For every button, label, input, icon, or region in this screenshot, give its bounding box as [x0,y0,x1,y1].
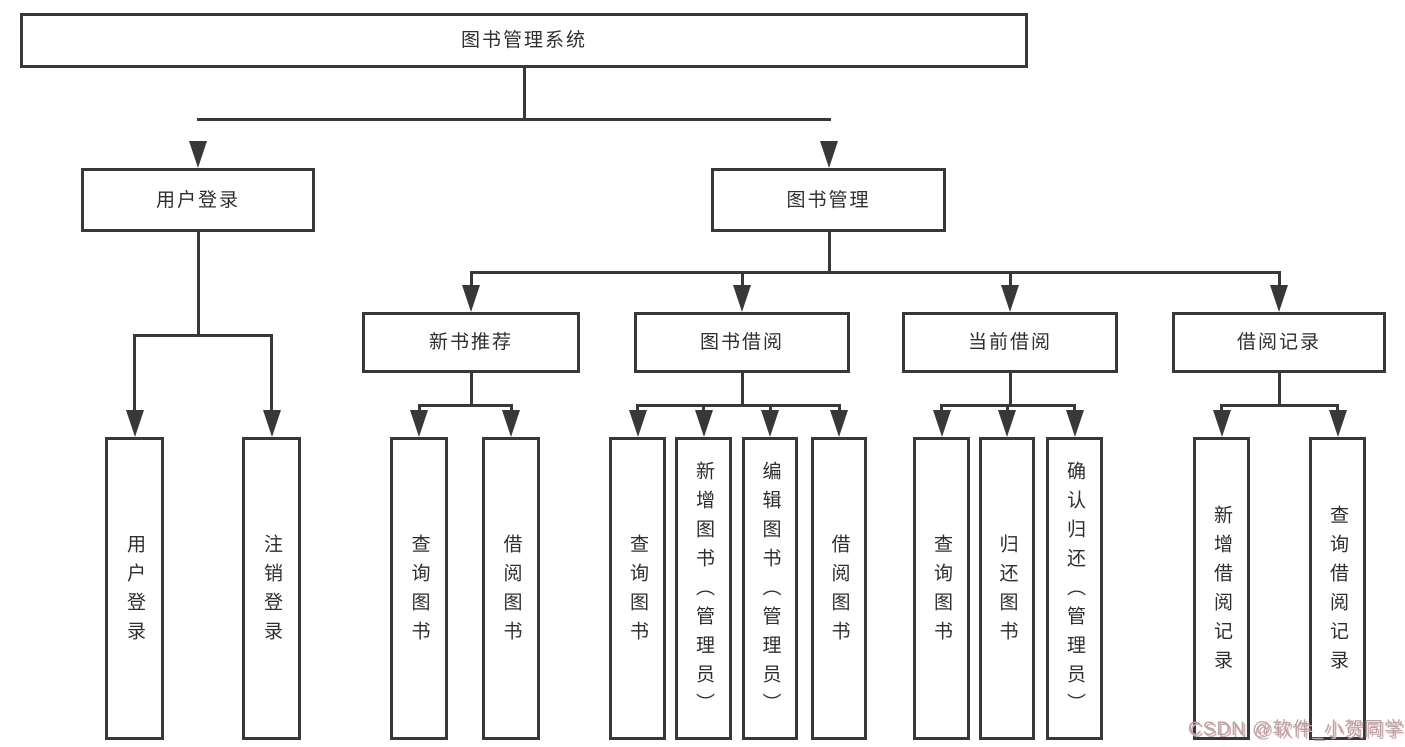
connector-vline [196,232,200,337]
arrowhead-down-icon [733,285,751,312]
node-leaf-query-borrow-record: 查询借阅记录 [1309,437,1366,740]
node-leaf-user-login: 用户登录 [105,437,164,740]
connector-hline [469,270,1281,274]
connector-vline [1008,373,1012,407]
arrowhead-down-icon [998,410,1016,437]
node-leaf-query-books-recommend: 查询图书 [390,437,448,740]
arrowhead-down-icon [1328,410,1347,437]
node-leaf-edit-books-admin: 编辑图书（管理员） [742,437,798,740]
connector-vline [270,335,273,413]
connector-vline [1277,373,1281,407]
arrowhead-down-icon [125,410,144,437]
node-leaf-borrow-books-recommend: 借阅图书 [482,437,540,740]
connector-hline [1220,403,1339,407]
node-leaf-borrow-books: 借阅图书 [811,437,867,740]
node-book-borrow: 图书借阅 [634,312,850,373]
arrowhead-down-icon [761,410,779,437]
node-leaf-query-books-borrow: 查询图书 [609,437,666,740]
connector-hline [636,403,841,407]
connector-vline [522,68,526,121]
node-leaf-confirm-return-admin: 确认归还（管理员） [1046,437,1103,740]
node-leaf-logout: 注销登录 [242,437,301,740]
arrowhead-down-icon [830,410,848,437]
arrowhead-down-icon [1212,410,1231,437]
watermark: CSDN @软件_小贺同学 [1188,719,1404,740]
connector-vline [1277,272,1281,288]
connector-hline [940,403,1076,407]
connector-vline [740,272,744,288]
arrowhead-down-icon [1001,285,1019,312]
connector-hline [133,333,273,337]
node-root: 图书管理系统 [20,13,1028,68]
arrowhead-down-icon [502,410,520,437]
arrowhead-down-icon [189,141,207,168]
node-new-book-recommend: 新书推荐 [362,312,580,373]
arrowhead-down-icon [1270,285,1288,312]
arrowhead-down-icon [1065,410,1084,437]
arrowhead-down-icon [694,410,713,437]
node-leaf-add-books-admin: 新增图书（管理员） [675,437,732,740]
node-leaf-return-books: 归还图书 [979,437,1035,740]
connector-hline [196,117,831,121]
arrowhead-down-icon [820,141,838,168]
connector-vline [469,272,473,288]
connector-vline [740,373,744,407]
node-book-management: 图书管理 [711,168,946,232]
connector-vline [469,373,473,407]
connector-vline [827,232,831,274]
connector-vline [1008,272,1012,288]
node-borrow-records: 借阅记录 [1172,312,1386,373]
node-user-login: 用户登录 [81,168,315,232]
arrowhead-down-icon [628,410,647,437]
node-current-borrow: 当前借阅 [902,312,1118,373]
connector-hline [417,403,513,407]
connector-vline [133,335,136,413]
arrowhead-down-icon [262,410,281,437]
arrowhead-down-icon [410,410,428,437]
arrowhead-down-icon [932,410,951,437]
node-leaf-add-borrow-record: 新增借阅记录 [1193,437,1250,740]
arrowhead-down-icon [462,285,480,312]
node-leaf-query-books-current: 查询图书 [913,437,970,740]
